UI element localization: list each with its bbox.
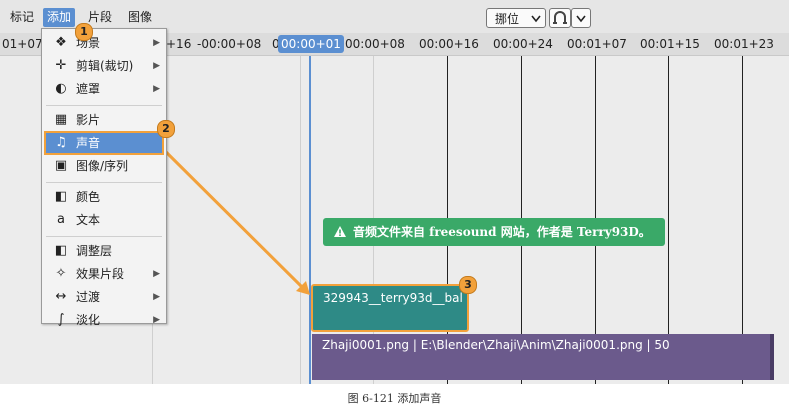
menu-item-label: 剪辑(裁切) xyxy=(76,59,134,73)
figure-caption: 图 6-121 添加声音 xyxy=(347,392,442,405)
header-bar: 标记 添加 片段 图像 挪位 xyxy=(0,0,789,33)
submenu-arrow-icon: ▶ xyxy=(153,269,160,279)
menu-item-mask[interactable]: ◐ 遮罩 ▶ xyxy=(46,79,162,99)
time-ruler[interactable] xyxy=(0,33,789,56)
menu-separator xyxy=(46,236,162,237)
annotation-badge-1: 1 xyxy=(75,23,93,41)
menu-item-label: 文本 xyxy=(76,213,101,227)
frame-gridline xyxy=(742,56,743,384)
menu-item-label: 图像/序列 xyxy=(76,159,129,173)
playhead-line[interactable] xyxy=(309,56,311,384)
annotation-badge-3: 3 xyxy=(459,276,477,294)
menu-item-label: 过渡 xyxy=(76,290,101,304)
frame-gridline xyxy=(668,56,669,384)
ruler-tick: +16 xyxy=(166,37,192,51)
snap-options-button[interactable] xyxy=(571,8,591,28)
menu-item-transition[interactable]: ↔ 过渡 ▶ xyxy=(46,287,162,307)
menu-item-sound[interactable]: ♫ 声音 xyxy=(44,131,164,155)
magnet-icon xyxy=(553,11,567,24)
submenu-arrow-icon: ▶ xyxy=(153,61,160,71)
ruler-tick: 01+07 xyxy=(2,37,43,51)
menu-image[interactable]: 图像 xyxy=(128,10,153,24)
ruler-tick: 00:00+16 xyxy=(419,37,479,51)
playhead-time-label[interactable]: 00:00+01 xyxy=(278,35,344,53)
menu-item-label: 影片 xyxy=(76,113,101,127)
ruler-tick: -00:00+08 xyxy=(197,37,262,51)
submenu-arrow-icon: ▶ xyxy=(153,84,160,94)
menu-item-movie[interactable]: ▦ 影片 xyxy=(46,110,162,130)
ruler-tick: 00:00+08 xyxy=(345,37,405,51)
menu-item-label: 颜色 xyxy=(76,190,101,204)
menu-item-scene[interactable]: ❖场景▶ xyxy=(46,33,162,53)
menu-item-text[interactable]: a 文本 xyxy=(46,210,162,230)
sound-strip-label: 329943__terry93d__bal xyxy=(323,291,463,305)
menu-item-label: 淡化 xyxy=(76,313,101,327)
fade-icon: ∫ xyxy=(57,312,65,327)
menu-item-effect[interactable]: ✧ 效果片段 ▶ xyxy=(46,264,162,284)
snap-toggle[interactable] xyxy=(549,8,571,28)
menu-add[interactable]: 添加 xyxy=(43,8,76,27)
scene-icon: ❖ xyxy=(55,35,67,50)
mode-select-value: 挪位 xyxy=(495,12,520,26)
menu-item-image[interactable]: ▣ 图像/序列 xyxy=(46,156,162,176)
ruler-tick: 00:01+15 xyxy=(640,37,700,51)
menu-marker[interactable]: 标记 xyxy=(10,10,35,24)
menu-item-label: 效果片段 xyxy=(76,267,125,281)
menu-item-color[interactable]: ◧ 颜色 xyxy=(46,187,162,207)
effect-icon: ✧ xyxy=(55,266,67,281)
frame-gridline xyxy=(300,56,301,384)
menu-strip[interactable]: 片段 xyxy=(88,10,113,24)
ruler-tick: 00:01+23 xyxy=(714,37,774,51)
menu-item-label: 调整层 xyxy=(76,244,113,258)
adjustment-icon: ◧ xyxy=(54,243,68,258)
image-icon: ▣ xyxy=(54,158,68,173)
add-menu: ❖场景▶ ✛ 剪辑(裁切) ▶ ◐ 遮罩 ▶ ▦ 影片 ♫ 声音 ▣ 图像/序列 ◧ 颜色 a 文本 ◧ 调整层 ✧ 效… xyxy=(41,28,167,327)
annotation-badge-2: 2 xyxy=(157,120,175,138)
menu-separator xyxy=(46,182,162,183)
sound-icon: ♫ xyxy=(55,135,67,150)
clip-icon: ✛ xyxy=(55,58,67,73)
submenu-arrow-icon: ▶ xyxy=(153,292,160,302)
ruler-tick: 00:01+07 xyxy=(567,37,627,51)
notice-text: 音频文件来自 freesound 网站，作者是 Terry93D。 xyxy=(353,225,651,239)
transition-icon: ↔ xyxy=(55,289,67,304)
mask-icon: ◐ xyxy=(55,81,67,96)
warning-icon xyxy=(334,226,346,237)
submenu-arrow-icon: ▶ xyxy=(153,315,160,325)
menu-item-label: 声音 xyxy=(76,136,101,150)
sound-strip[interactable]: 329943__terry93d__bal xyxy=(311,284,469,332)
menu-item-fade[interactable]: ∫ 淡化 ▶ xyxy=(46,310,162,330)
ruler-tick: 0 xyxy=(272,37,280,51)
color-icon: ◧ xyxy=(54,189,68,204)
info-notice: 音频文件来自 freesound 网站，作者是 Terry93D。 xyxy=(323,218,665,246)
mode-select[interactable]: 挪位 xyxy=(486,8,546,28)
menu-separator xyxy=(46,105,162,106)
ruler-tick: 00:00+24 xyxy=(493,37,553,51)
movie-icon: ▦ xyxy=(54,112,68,127)
chevron-down-icon xyxy=(576,15,586,23)
menu-item-adjustment[interactable]: ◧ 调整层 xyxy=(46,241,162,261)
image-strip[interactable]: Zhaji0001.png | E:\Blender\Zhaji\Anim\Zh… xyxy=(312,334,774,380)
submenu-arrow-icon: ▶ xyxy=(153,38,160,48)
text-icon: a xyxy=(57,212,65,227)
chevron-down-icon xyxy=(531,15,541,23)
menu-item-label: 遮罩 xyxy=(76,82,101,96)
image-strip-label: Zhaji0001.png | E:\Blender\Zhaji\Anim\Zh… xyxy=(322,338,670,352)
menu-item-clip[interactable]: ✛ 剪辑(裁切) ▶ xyxy=(46,56,162,76)
